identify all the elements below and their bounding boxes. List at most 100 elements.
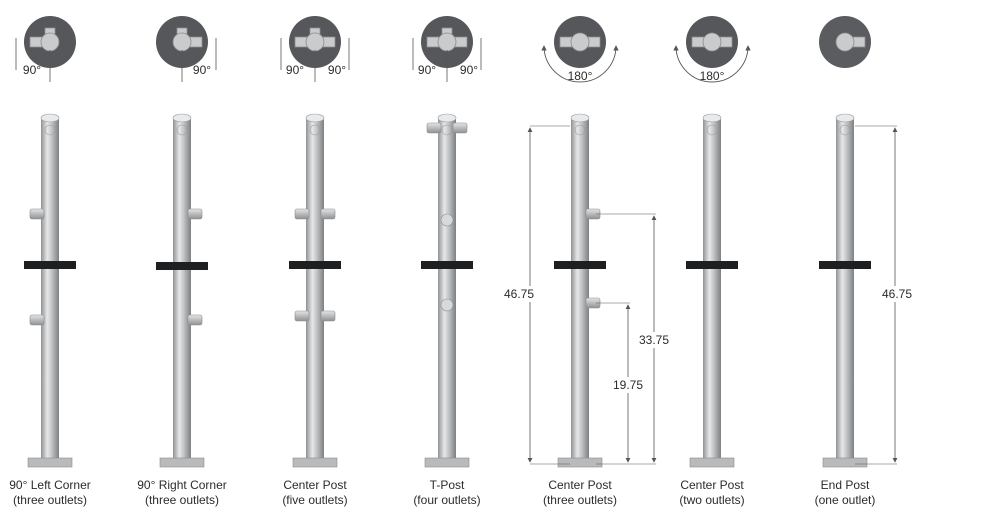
post-2: 90° bbox=[156, 16, 217, 468]
dim-label-bg bbox=[610, 377, 646, 393]
top-view-icon: 90° bbox=[156, 16, 217, 82]
caption-title: 90° Right Corner bbox=[137, 478, 227, 492]
angle-arc bbox=[673, 45, 751, 83]
caption-title: Center Post bbox=[548, 478, 612, 492]
top-outlet-ring bbox=[574, 124, 586, 136]
dim-label-bg bbox=[501, 286, 537, 302]
mounting-plate bbox=[24, 261, 76, 269]
post-cap bbox=[702, 113, 722, 123]
post-tube bbox=[173, 118, 191, 460]
outlet-hub bbox=[437, 32, 457, 52]
outlet-hub bbox=[305, 32, 325, 52]
base-flange bbox=[424, 457, 470, 468]
angle-arc bbox=[541, 45, 619, 83]
outlet-hub bbox=[570, 32, 590, 52]
caption-subtitle: (three outlets) bbox=[12, 493, 88, 507]
base-flange bbox=[159, 457, 205, 468]
dim-end-post-total-label: 46.75 bbox=[882, 287, 912, 301]
caption-title: End Post bbox=[820, 478, 870, 492]
angle-label: 180° bbox=[700, 69, 725, 83]
post-cap bbox=[305, 113, 325, 123]
angle-label: 90° bbox=[23, 63, 41, 77]
outlet-fitting bbox=[426, 122, 442, 134]
post-elevation bbox=[686, 113, 738, 468]
outlet-fitting bbox=[294, 208, 310, 220]
dim-label-bg bbox=[636, 332, 672, 348]
top-view-icon: 90° bbox=[15, 16, 76, 82]
outlet-fitting bbox=[29, 314, 45, 326]
post-cap bbox=[835, 113, 855, 123]
caption-post-7: End Post (one outlet) bbox=[770, 478, 920, 508]
caption-title: Center Post bbox=[283, 478, 347, 492]
post-1: 90° bbox=[15, 16, 76, 468]
top-view-icon: 180° bbox=[673, 16, 751, 83]
dimensions: 46.75 33.75 19.75 46.75 bbox=[501, 125, 915, 465]
post-cap bbox=[570, 113, 590, 123]
post-7 bbox=[819, 16, 871, 468]
base-flange bbox=[27, 457, 73, 468]
caption-subtitle: (three outlets) bbox=[542, 493, 618, 507]
angle-label: 180° bbox=[568, 69, 593, 83]
top-outlet-ring bbox=[309, 124, 321, 136]
dim-center-three-upper-label: 33.75 bbox=[639, 333, 669, 347]
top-outlet-ring bbox=[706, 124, 718, 136]
outlet-fitting bbox=[294, 310, 310, 322]
caption-post-5: Center Post (three outlets) bbox=[505, 478, 655, 508]
caption-subtitle: (three outlets) bbox=[144, 493, 220, 507]
post-4: 90° 90° bbox=[412, 16, 482, 468]
angle-label: 90° bbox=[460, 63, 478, 77]
dim-center-three-lower-label: 19.75 bbox=[613, 378, 643, 392]
post-elevation bbox=[554, 113, 606, 468]
mounting-plate bbox=[686, 261, 738, 269]
caption-subtitle: (four outlets) bbox=[413, 493, 481, 507]
outlet-fitting bbox=[320, 208, 336, 220]
post-tube bbox=[41, 118, 59, 460]
post-elevation bbox=[421, 113, 473, 468]
caption-subtitle: (one outlet) bbox=[814, 493, 876, 507]
outlet-fitting bbox=[320, 310, 336, 322]
post-6: 180° bbox=[673, 16, 751, 468]
caption-subtitle: (two outlets) bbox=[679, 493, 745, 507]
angle-label: 90° bbox=[328, 63, 346, 77]
front-outlet bbox=[440, 298, 454, 312]
caption-post-2: 90° Right Corner (three outlets) bbox=[107, 478, 257, 508]
post-tube bbox=[438, 118, 456, 460]
outlet-hub bbox=[172, 32, 192, 52]
angle-label: 90° bbox=[418, 63, 436, 77]
post-elevation bbox=[156, 113, 208, 468]
outlet-fitting bbox=[187, 208, 203, 220]
angle-label: 90° bbox=[193, 63, 211, 77]
outlet-hub bbox=[835, 32, 855, 52]
base-flange bbox=[689, 457, 735, 468]
post-5: 180° bbox=[541, 16, 619, 468]
top-view-icon: 180° bbox=[541, 16, 619, 83]
top-view-icon: 90° 90° bbox=[412, 16, 482, 82]
caption-title: T-Post bbox=[429, 478, 465, 492]
top-view-icon: 90° 90° bbox=[280, 16, 350, 82]
top-outlet-ring bbox=[839, 124, 851, 136]
base-flange bbox=[292, 457, 338, 468]
mounting-plate bbox=[421, 261, 473, 269]
post-tube bbox=[571, 118, 589, 460]
outlet-fitting bbox=[187, 314, 203, 326]
post-elevation bbox=[819, 113, 871, 468]
caption-title: 90° Left Corner bbox=[9, 478, 91, 492]
outlet-fitting bbox=[452, 122, 468, 134]
post-cap bbox=[40, 113, 60, 123]
base-flange bbox=[822, 457, 868, 468]
post-elevation bbox=[289, 113, 341, 468]
mounting-plate bbox=[289, 261, 341, 269]
caption-title: Center Post bbox=[680, 478, 744, 492]
top-outlet-ring bbox=[44, 124, 56, 136]
post-cap bbox=[437, 113, 457, 123]
front-outlet bbox=[440, 213, 454, 227]
outlet-fitting bbox=[29, 208, 45, 220]
outlet-hub bbox=[702, 32, 722, 52]
caption-subtitle: (five outlets) bbox=[282, 493, 348, 507]
dim-center-three-total-label: 46.75 bbox=[504, 287, 534, 301]
post-tube bbox=[836, 118, 854, 460]
angle-label: 90° bbox=[286, 63, 304, 77]
post-cap bbox=[172, 113, 192, 123]
